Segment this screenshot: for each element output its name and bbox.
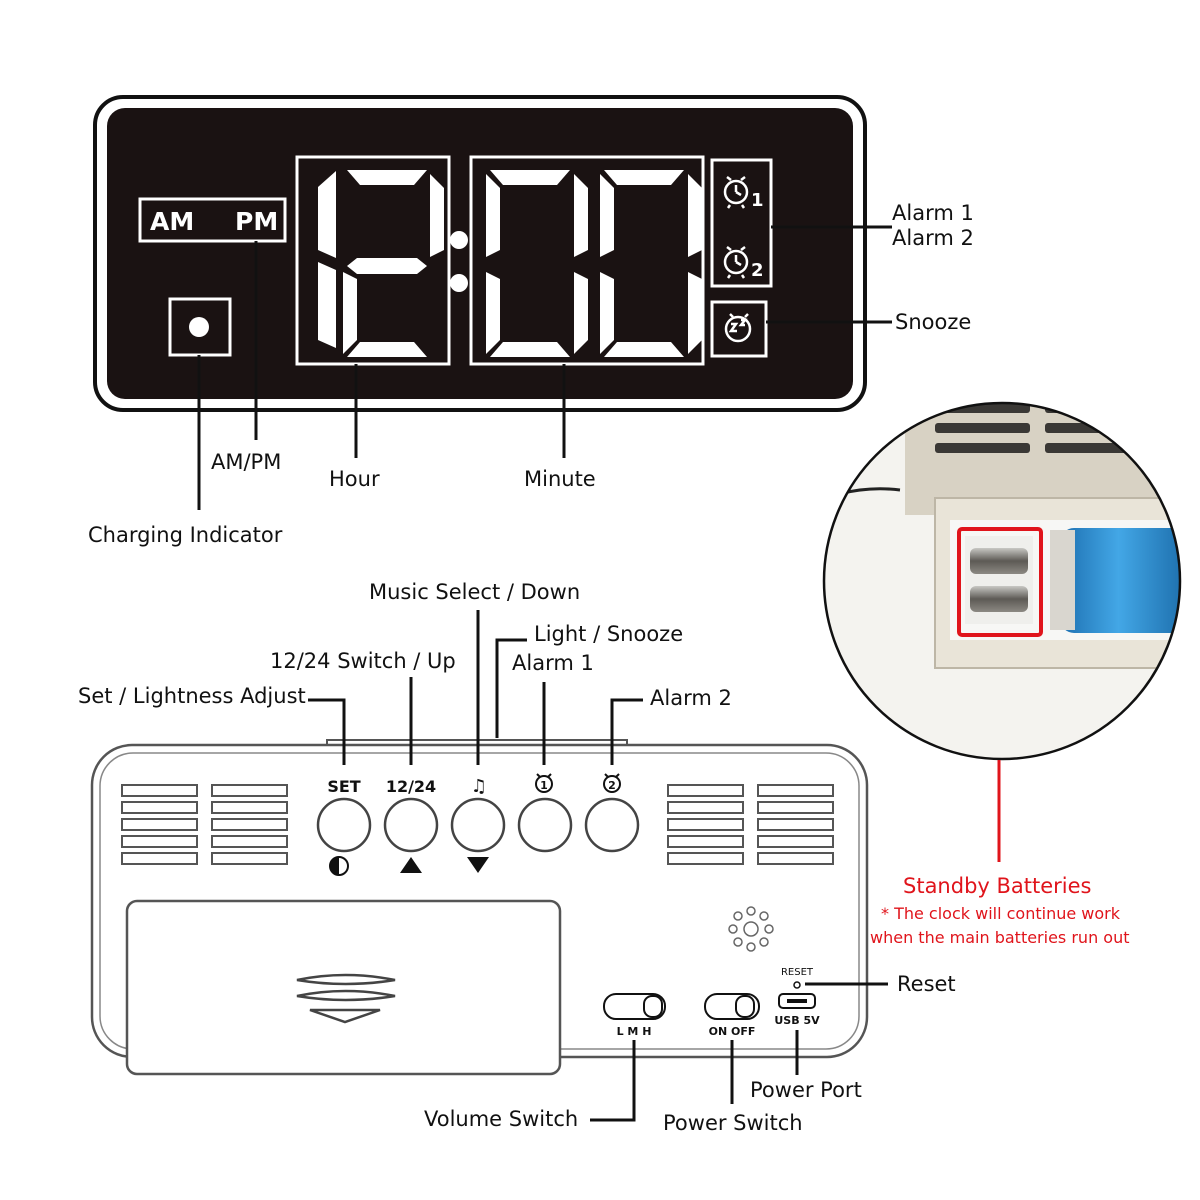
right-vents xyxy=(667,784,834,865)
label-music-select: Music Select / Down xyxy=(369,580,581,604)
music-button-label: ♫ xyxy=(471,776,487,797)
label-alarm1-button: Alarm 1 xyxy=(512,651,594,675)
alarm1-button[interactable] xyxy=(517,797,573,853)
alarm1-number: 1 xyxy=(751,190,764,211)
label-charging-indicator: Charging Indicator xyxy=(88,523,283,547)
power-marks: ON OFF xyxy=(709,1025,756,1038)
standby-batteries-highlight xyxy=(957,527,1043,637)
alarm2-icon xyxy=(723,246,749,279)
alarm-indicator-box xyxy=(710,158,773,288)
alarm2-number: 2 xyxy=(751,260,764,281)
label-light-snooze: Light / Snooze xyxy=(534,622,684,646)
down-button[interactable] xyxy=(450,797,506,853)
b1224-button-label: 12/24 xyxy=(386,777,436,796)
left-vents xyxy=(121,784,288,865)
label-alarm1: Alarm 1 xyxy=(892,201,974,225)
volume-marks: L M H xyxy=(617,1025,652,1038)
snooze-icon xyxy=(724,313,752,343)
reset-text: RESET xyxy=(781,967,814,978)
label-snooze: Snooze xyxy=(895,310,972,334)
set-button-label: SET xyxy=(327,777,360,796)
minute-box xyxy=(469,155,705,366)
snooze-box xyxy=(710,300,768,358)
label-alarm2-button: Alarm 2 xyxy=(650,686,732,710)
alarm1-icon xyxy=(723,176,749,209)
ampm-box xyxy=(138,197,287,243)
pm-indicator: PM xyxy=(235,207,278,236)
alarm2-button-number: 2 xyxy=(608,779,616,792)
alarm1-button-icon xyxy=(535,773,553,793)
label-alarm2: Alarm 2 xyxy=(892,226,974,250)
label-power-switch: Power Switch xyxy=(663,1111,803,1135)
back-panel: SET 12/24 ♫ 1 2 xyxy=(90,610,888,1122)
microphone-icon xyxy=(728,906,774,952)
label-volume-switch: Volume Switch xyxy=(424,1107,579,1131)
alarm1-button-number: 1 xyxy=(540,779,548,792)
label-1224-switch: 12/24 Switch / Up xyxy=(270,649,456,673)
charging-indicator-light xyxy=(189,317,209,337)
up-button[interactable] xyxy=(383,797,439,853)
label-reset: Reset xyxy=(897,972,956,996)
usb-text: USB 5V xyxy=(774,1014,820,1027)
standby-note-line2: when the main batteries run out xyxy=(870,928,1130,947)
label-minute: Minute xyxy=(524,467,596,491)
set-button[interactable] xyxy=(316,797,372,853)
usb-port[interactable] xyxy=(778,993,816,1009)
am-indicator: AM xyxy=(150,207,194,236)
label-standby-batteries: Standby Batteries xyxy=(903,874,1092,898)
standby-batteries-inset xyxy=(822,401,1182,862)
label-set-lightness: Set / Lightness Adjust xyxy=(78,684,306,708)
standby-note-line1: * The clock will continue work xyxy=(881,904,1120,923)
up-arrow-icon xyxy=(400,857,422,873)
label-hour: Hour xyxy=(329,467,380,491)
battery-compartment xyxy=(125,899,562,1076)
alarm2-button-icon xyxy=(603,773,621,793)
label-ampm: AM/PM xyxy=(211,450,282,474)
label-power-port: Power Port xyxy=(750,1078,862,1102)
alarm2-button[interactable] xyxy=(584,797,640,853)
front-display: AM PM xyxy=(93,95,892,510)
brightness-icon xyxy=(329,856,349,876)
reset-hole[interactable] xyxy=(793,981,801,989)
battery-cover-grip xyxy=(296,973,396,1024)
hour-box xyxy=(295,155,451,366)
down-arrow-icon xyxy=(467,857,489,873)
